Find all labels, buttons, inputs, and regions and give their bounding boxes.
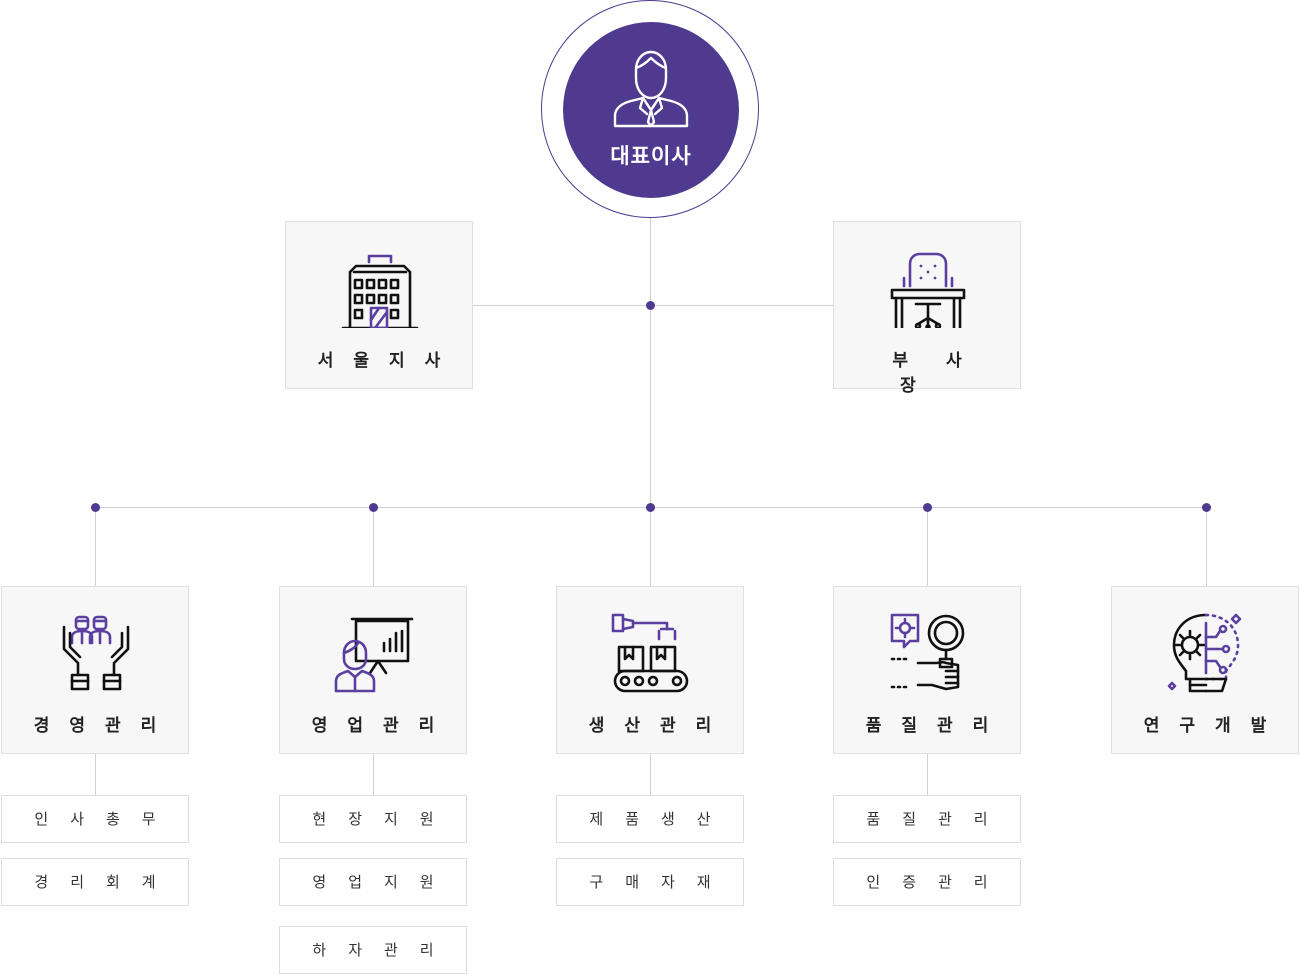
node-label: 부사장: [892, 351, 1000, 396]
junction-dot-dept-5: [1202, 503, 1211, 512]
node-quality[interactable]: 품질관리: [833, 586, 1021, 754]
conveyor-robot-arm-icon: [611, 613, 689, 693]
subteam-item[interactable]: 현장지원: [279, 795, 467, 843]
node-label: 품질관리: [865, 716, 1009, 736]
subteam-item[interactable]: 영업지원: [279, 858, 467, 906]
connector-sub-3: [650, 753, 651, 795]
subteam-item[interactable]: 인증관리: [833, 858, 1021, 906]
node-label: 경영관리: [33, 716, 177, 736]
connector-ceo-trunk: [650, 218, 651, 586]
subteam-item[interactable]: 경리회계: [1, 858, 189, 906]
node-research[interactable]: 연구개발: [1111, 586, 1299, 754]
node-label: 서울지사: [317, 351, 461, 371]
subteam-item[interactable]: 인사총무: [1, 795, 189, 843]
junction-dot-dept-4: [923, 503, 932, 512]
node-management[interactable]: 경영관리: [1, 586, 189, 754]
subteam-item[interactable]: 하자관리: [279, 926, 467, 974]
connector-dept-5: [1206, 507, 1207, 586]
subteam-item[interactable]: 구매자재: [556, 858, 744, 906]
connector-dept-1: [95, 507, 96, 586]
subteam-item[interactable]: 품질관리: [833, 795, 1021, 843]
node-vice-president[interactable]: 부사장: [833, 221, 1021, 396]
node-sales[interactable]: 영업관리: [279, 586, 467, 754]
connector-sub-4: [927, 753, 928, 795]
junction-dot-dept-3: [646, 503, 655, 512]
connector-dept-4: [927, 507, 928, 586]
hands-holding-people-icon: [62, 615, 130, 691]
connector-dept-2: [373, 507, 374, 586]
executive-desk-chair-icon: [890, 252, 966, 328]
node-production[interactable]: 생산관리: [556, 586, 744, 754]
presentation-board-icon: [334, 617, 414, 693]
office-building-icon: [341, 254, 419, 328]
connector-sub-2: [373, 753, 374, 795]
connector-sub-1: [95, 753, 96, 795]
ceo-title: 대표이사: [610, 144, 692, 168]
node-label: 영업관리: [311, 716, 455, 736]
magnifier-gear-icon: [890, 613, 965, 691]
node-label: 연구개발: [1143, 716, 1287, 736]
node-seoul-branch[interactable]: 서울지사: [285, 221, 473, 389]
node-label: 생산관리: [588, 716, 732, 736]
subteam-item[interactable]: 제품생산: [556, 795, 744, 843]
junction-dot-dept-1: [91, 503, 100, 512]
junction-dot-upper: [646, 301, 655, 310]
junction-dot-dept-2: [369, 503, 378, 512]
lightbulb-gear-circuit-icon: [1167, 613, 1242, 693]
businessman-icon: [613, 50, 689, 128]
